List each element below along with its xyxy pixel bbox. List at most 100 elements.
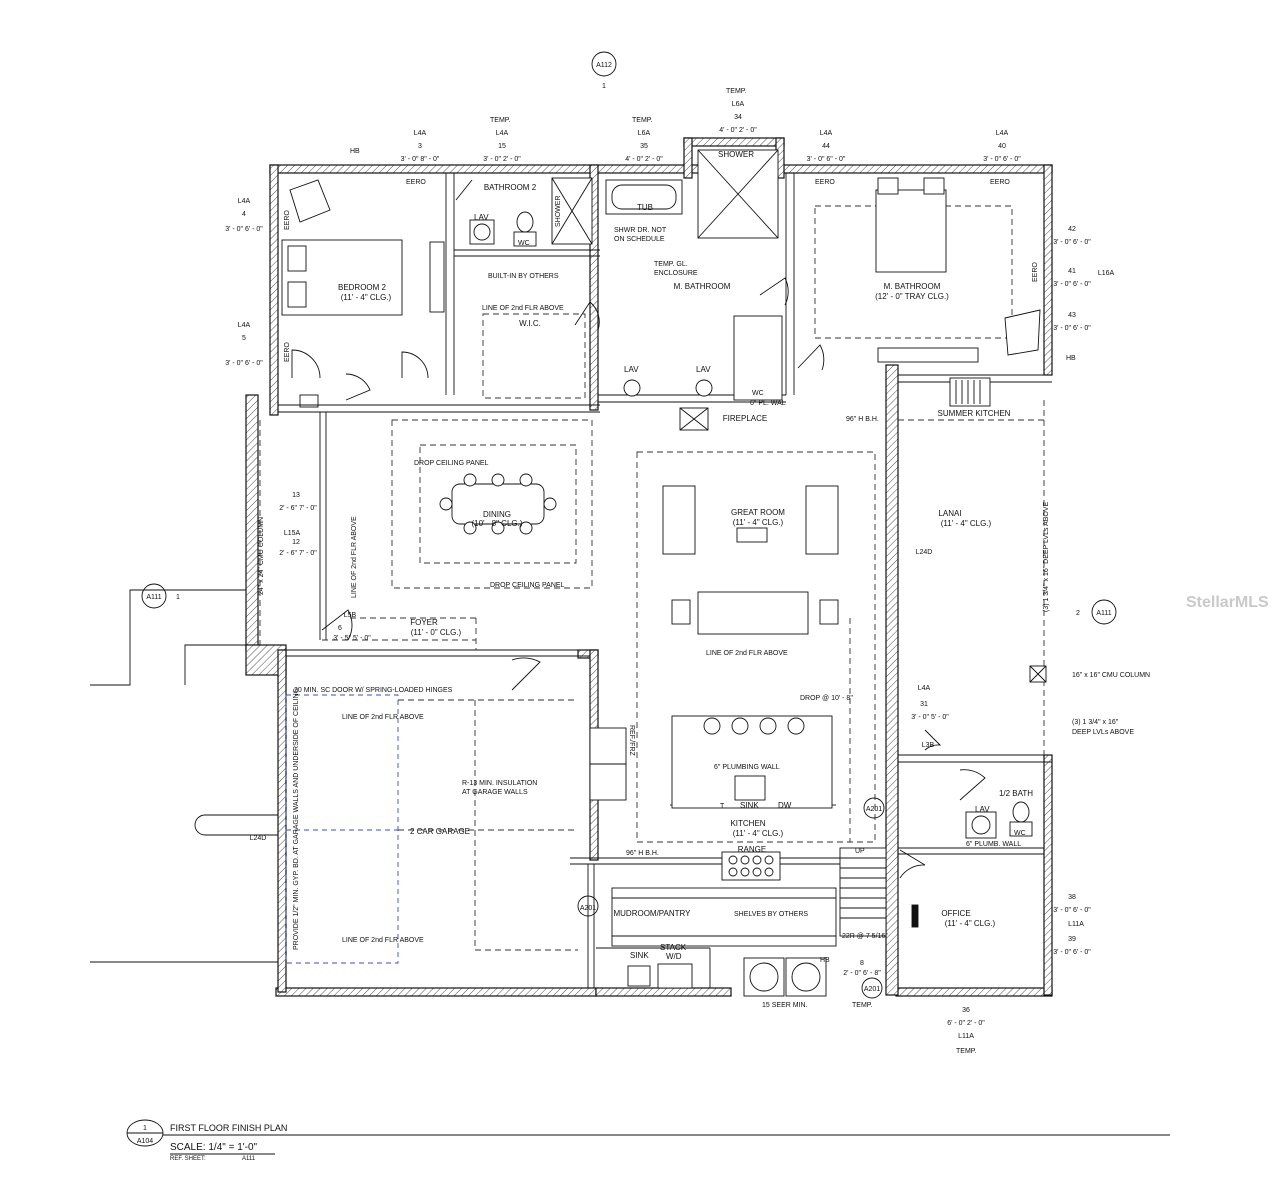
tag-n36: 36 (962, 1007, 970, 1014)
tag-l15a: L15A (284, 530, 301, 537)
fixtures (281, 149, 1047, 997)
wc-label-master: WC (752, 390, 764, 397)
note-temp-8: TEMP. (852, 1002, 873, 1009)
dim-34: 4' - 0" 2' - 0" (719, 127, 757, 134)
great-room-furniture (662, 485, 839, 635)
tag-l4a-6: L4A (238, 322, 251, 329)
lanai-clg: (11' - 4" CLG.) (941, 519, 992, 528)
tag-n6: 6 (338, 625, 342, 632)
tag-l4a-4: L4A (996, 130, 1009, 137)
range (721, 851, 781, 881)
tag-n12: 12 (292, 539, 300, 546)
half-bath-name: 1/2 BATH (999, 789, 1033, 798)
wc-label-bath2: WC (518, 240, 530, 247)
bedroom2-clg: (11' - 4" CLG.) (341, 293, 392, 302)
great-room-clg: (11' - 4" CLG.) (733, 518, 784, 527)
tag-n42: 42 (1068, 226, 1076, 233)
hb-label-right: HB (1066, 355, 1076, 362)
title-scale: SCALE: 1/4" = 1'-0" (170, 1142, 258, 1153)
ac-units (743, 957, 827, 997)
note-temp-3: TEMP. (490, 117, 511, 124)
wc-bath2 (513, 211, 537, 247)
tag-a111-left-num: 1 (176, 594, 180, 601)
tag-n39: 39 (1068, 936, 1076, 943)
room-labels: BEDROOM 2 (11' - 4" CLG.) BATHROOM 2 M. … (338, 183, 1033, 928)
note-plumb-wall-half: 6" PLUMB. WALL (966, 841, 1021, 848)
watermark: StellarMLS (1186, 594, 1269, 611)
tag-a111-right-num: 2 (1076, 610, 1080, 617)
dim-5: 3' - 0" 6' - 0" (225, 360, 263, 367)
tub-label: TUB (637, 203, 653, 212)
note-temp-gl-2: ENCLOSURE (654, 270, 698, 277)
dim-8: 2' - 0" 6' - 8" (843, 970, 881, 977)
column-16 (1029, 665, 1047, 683)
note-temp-gl-1: TEMP. GL. (654, 261, 688, 268)
dining-clg: (10' - 8" CLG.) (471, 519, 522, 528)
note-line2nd-garage-top: LINE OF 2nd FLR ABOVE (342, 714, 424, 721)
note-96hb-top: 96" H B.H. (846, 416, 879, 423)
dw-label: DW (778, 801, 792, 810)
shower-label-master: SHOWER (718, 150, 754, 159)
eero-6: EERO (1032, 262, 1039, 282)
mbath-bed-clg: (12' - 0" TRAY CLG.) (875, 292, 949, 301)
wd-label: W/D (666, 952, 682, 961)
bedroom2-name: BEDROOM 2 (338, 283, 387, 292)
stack-label: STACK (660, 943, 687, 952)
note-seer: 15 SEER MIN. (762, 1002, 808, 1009)
lanai-name: LANAI (938, 509, 961, 518)
t-label: T (720, 803, 725, 810)
note-stair: 22R @ 7 5/16" (842, 933, 888, 940)
title-text: FIRST FLOOR FINISH PLAN (170, 1123, 287, 1133)
note-shwr-dr-1: SHWR DR. NOT (614, 227, 667, 234)
kitchen-clg: (11' - 4" CLG.) (733, 829, 784, 838)
tags: A112 1 A111 1 A111 2 A201 A201 A201 L4A … (141, 51, 1117, 1040)
tag-l24d-2: L24D (250, 835, 267, 842)
foyer-clg: (11' - 0" CLG.) (411, 628, 462, 637)
tag-n31: 31 (920, 701, 928, 708)
title-ref-value: A111 (242, 1156, 256, 1162)
note-pl-wal: 6" PL. WAL (750, 400, 786, 407)
tub (605, 179, 683, 215)
up-label: UP (855, 848, 865, 855)
wc-label-half: WC (1014, 830, 1026, 837)
note-line2nd-garage-bottom: LINE OF 2nd FLR ABOVE (342, 937, 424, 944)
dim-12: 2' - 6" 7' - 0" (279, 550, 317, 557)
washer-dryer (627, 963, 693, 989)
note-96hb-bottom: 96" H B.H. (626, 850, 659, 857)
lav-master-1 (623, 379, 641, 397)
lav-label-bath2: LAV (474, 213, 489, 222)
title-block: 1 A104 FIRST FLOOR FINISH PLAN SCALE: 1/… (126, 1119, 1170, 1162)
mudroom-name: MUDROOM/PANTRY (613, 909, 691, 918)
note-insulation-2: AT GARAGE WALLS (462, 789, 528, 796)
dim-44: 3' - 0" 6" - 0" (807, 156, 846, 163)
tag-n8: 8 (860, 960, 864, 967)
note-lvl-2: DEEP LVLs ABOVE (1072, 729, 1134, 736)
eero-3: EERO (990, 179, 1010, 186)
title-number: 1 (143, 1125, 147, 1132)
tag-l6a-1: L6A (638, 130, 651, 137)
bathroom2-name: BATHROOM 2 (484, 183, 537, 192)
office-clg: (11' - 4" CLG.) (945, 919, 996, 928)
tag-n35: 35 (640, 143, 648, 150)
tag-l6a-2: L6A (732, 101, 745, 108)
dim-38: 3' - 0" 6' - 0" (1053, 907, 1091, 914)
tag-n44: 44 (822, 143, 830, 150)
tag-n40: 40 (998, 143, 1006, 150)
dim-35: 4' - 0" 2' - 0" (625, 156, 663, 163)
tag-n5: 5 (242, 335, 246, 342)
foyer-name: FOYER (410, 618, 438, 627)
tag-l4a-7: L4A (918, 685, 931, 692)
note-gyp-bd: PROVIDE 1/2" MIN. GYP. BD. AT GARAGE WAL… (293, 688, 300, 950)
dim-43: 3' - 0" 6' - 0" (1053, 325, 1091, 332)
fixture-labels: LAV WC SHOWER TUB SHOWER LAV LAV WC FIRE… (284, 148, 1076, 964)
hb-label-bottom: HB (820, 957, 830, 964)
armchair-bedroom2 (289, 179, 331, 223)
lav-master-2 (695, 379, 713, 397)
ref-label: REF./FRZ (628, 725, 635, 756)
tag-a111-left: A111 (146, 594, 161, 601)
armchair-master (1004, 309, 1041, 356)
tag-l4a-3: L4A (820, 130, 833, 137)
dim-15: 3' - 0" 2' - 0" (483, 156, 521, 163)
tag-a112-num: 1 (602, 83, 606, 90)
summer-kitchen-grill (949, 377, 991, 407)
